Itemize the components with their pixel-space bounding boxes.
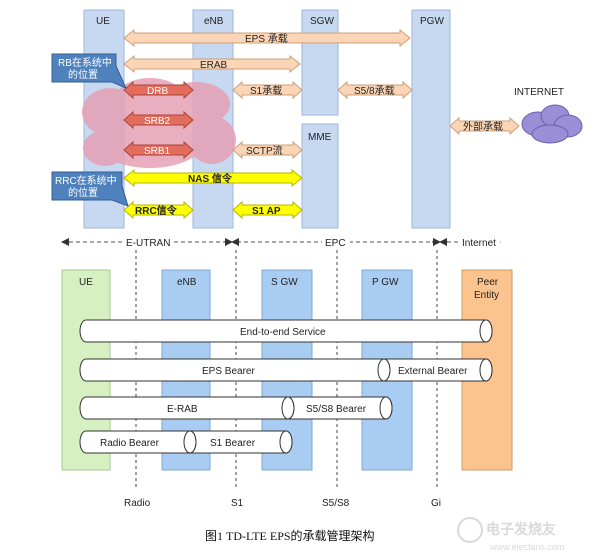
internet-label: INTERNET bbox=[514, 87, 564, 98]
watermark-text: 电子发烧友 bbox=[486, 521, 556, 537]
mme-column bbox=[301, 123, 339, 229]
sctp-arrow bbox=[232, 140, 303, 160]
external-bearer-arrow bbox=[449, 116, 520, 136]
e2e-service-tube bbox=[79, 319, 493, 343]
ue-box-label: UE bbox=[79, 277, 93, 288]
sgw-column bbox=[301, 9, 339, 116]
enb-label: eNB bbox=[204, 16, 224, 27]
s1-bearer-arrow bbox=[232, 80, 303, 100]
srb1-arrow bbox=[123, 140, 194, 160]
sgw-box-label: S GW bbox=[271, 277, 298, 288]
watermark: 电子发烧友 www.elecfans.com bbox=[457, 517, 565, 552]
eps-bearer-arrow bbox=[123, 28, 411, 48]
rrc-arrow bbox=[123, 200, 194, 220]
top-diagram: UE eNB SGW MME PGW EPS 承载 ERAB DRB S1承载 … bbox=[51, 9, 583, 249]
drb-arrow bbox=[123, 80, 194, 100]
s1-bearer-label: S1承载 bbox=[250, 85, 282, 97]
s58-bearer-tube-label: S5/S8 Bearer bbox=[306, 404, 367, 415]
s1-interface-label: S1 bbox=[231, 498, 244, 509]
internet-cloud bbox=[521, 104, 583, 144]
radio-interface-label: Radio bbox=[124, 498, 151, 509]
rb-callout-line2: 的位置 bbox=[68, 68, 98, 81]
mme-label: MME bbox=[308, 132, 332, 143]
s1ap-arrow bbox=[232, 200, 303, 220]
pgw-box-label: P GW bbox=[372, 277, 399, 288]
radio-bearer-tube-label: Radio Bearer bbox=[100, 438, 160, 449]
s1ap-label: S1 AP bbox=[252, 206, 281, 217]
srb2-label: SRB2 bbox=[144, 116, 171, 127]
rrc-callout-line1: RRC在系统中 bbox=[55, 174, 117, 187]
srb1-label: SRB1 bbox=[144, 146, 171, 157]
eps-bearer-label: EPS 承载 bbox=[245, 33, 288, 45]
s58-interface-label: S5/S8 bbox=[322, 498, 350, 509]
enb-box-label: eNB bbox=[177, 277, 197, 288]
rrc-callout bbox=[51, 171, 129, 207]
sctp-label: SCTP流 bbox=[246, 144, 283, 157]
peer-box-label-2: Entity bbox=[474, 290, 499, 301]
external-bearer-label: 外部承载 bbox=[463, 120, 503, 133]
eutran-label: E-UTRAN bbox=[126, 238, 170, 249]
internet-domain-label: Internet bbox=[462, 238, 496, 249]
s58-bearer-arrow bbox=[337, 80, 413, 100]
e2e-service-label: End-to-end Service bbox=[240, 327, 326, 338]
rb-callout bbox=[51, 53, 127, 89]
s58-bearer-tube bbox=[287, 396, 393, 420]
s1-bearer-tube bbox=[189, 430, 293, 454]
peer-box-label-1: Peer bbox=[477, 277, 499, 288]
gi-interface-label: Gi bbox=[431, 498, 441, 509]
nas-label: NAS 信令 bbox=[188, 172, 233, 185]
pgw-label: PGW bbox=[420, 16, 444, 27]
bottom-diagram: UE eNB S GW P GW Peer Entity End-to-end … bbox=[61, 250, 513, 509]
erab-tube-label: E-RAB bbox=[167, 404, 198, 415]
s58-bearer-label: S5/8承载 bbox=[354, 85, 395, 97]
ue-label: UE bbox=[96, 16, 110, 27]
watermark-url: www.elecfans.com bbox=[489, 542, 565, 552]
nas-arrow bbox=[123, 168, 303, 188]
rrc-callout-line2: 的位置 bbox=[68, 186, 98, 199]
rrc-signal-label: RRC信令 bbox=[135, 204, 178, 217]
s1-bearer-tube-label: S1 Bearer bbox=[210, 438, 256, 449]
srb2-arrow bbox=[123, 110, 194, 130]
external-bearer-tube bbox=[383, 358, 493, 382]
sgw-label: SGW bbox=[310, 16, 334, 27]
figure-caption: 图1 TD-LTE EPS的承载管理架构 bbox=[205, 528, 375, 543]
erab-arrow bbox=[123, 54, 301, 74]
rb-callout-line1: RB在系统中 bbox=[58, 56, 112, 69]
drb-label: DRB bbox=[147, 86, 168, 97]
pgw-column bbox=[411, 9, 451, 229]
epc-label: EPC bbox=[325, 238, 346, 249]
erab-label: ERAB bbox=[200, 60, 228, 71]
eps-bearer-tube-label: EPS Bearer bbox=[202, 366, 255, 377]
external-bearer-tube-label: External Bearer bbox=[398, 366, 468, 377]
